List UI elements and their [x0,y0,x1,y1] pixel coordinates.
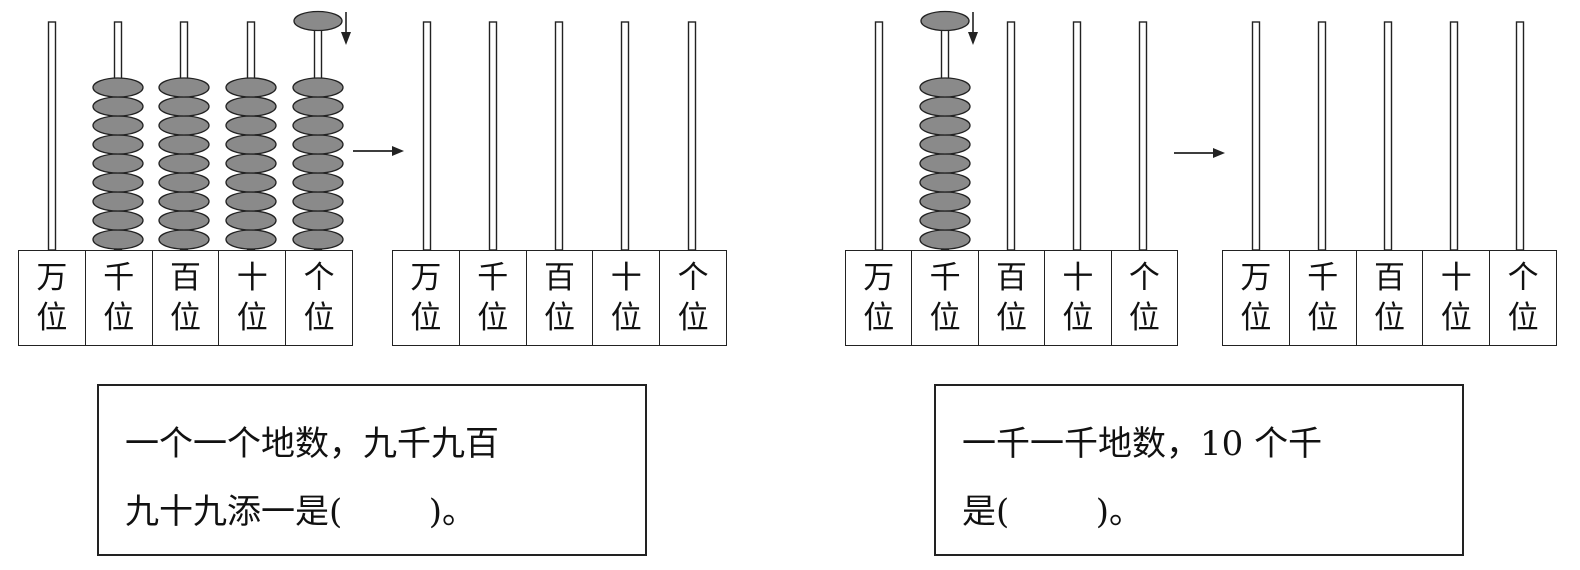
abacus-rod [1072,21,1082,251]
place-label: 个位 [677,260,709,336]
place-labels-p2-before: 万位 千位 百位 十位 个位 [845,250,1178,346]
abacus-rod [874,21,884,251]
abacus-bead [292,77,344,98]
question-line: 一千一千地数，10 个千 [962,424,1323,464]
abacus-bead [158,115,210,136]
abacus-bead [158,210,210,231]
place-label: 千位 [86,251,153,345]
place-label: 个位 [303,260,335,336]
abacus-bead [158,153,210,174]
abacus-bead [158,134,210,155]
abacus-bead [292,96,344,117]
place-label: 百位 [153,251,220,345]
abacus-rod [1006,21,1016,251]
abacus-bead [158,96,210,117]
abacus-rod [1138,21,1148,251]
abacus-bead [292,229,344,250]
place-label: 个位 [1507,260,1539,336]
question-box-1: 一个一个地数，九千九百 九十九添一是( )。 [97,384,647,556]
abacus-bead [225,210,277,231]
place-label: 十位 [1423,251,1491,345]
abacus-rod [422,21,432,251]
place-label: 百位 [1357,251,1424,345]
question-line: 九十九添一是( )。 [125,492,476,532]
right-arrow-icon [1213,148,1225,158]
place-label: 十位 [219,251,287,345]
place-labels-p1-after: 万位 千位 百位 十位 个位 [392,250,727,346]
place-label: 百位 [979,251,1046,345]
question-line: 一个一个地数，九千九百 [125,424,499,464]
abacus-bead [158,77,210,98]
abacus-bead [919,210,971,231]
place-label: 万位 [19,251,86,345]
abacus-bead [158,172,210,193]
abacus-bead [92,172,144,193]
abacus-bead [92,115,144,136]
place-labels-p2-after: 万位 千位 百位 十位 个位 [1222,250,1557,346]
abacus-bead [225,115,277,136]
abacus-rod [620,21,630,251]
right-arrow-icon [392,146,404,156]
abacus-bead [92,229,144,250]
abacus-bead [292,191,344,212]
place-label: 百位 [527,251,594,345]
abacus-bead [919,115,971,136]
abacus-bead [92,134,144,155]
place-label: 千位 [460,251,527,345]
question-box-2: 一千一千地数，10 个千 是( )。 [934,384,1464,556]
place-label: 十位 [593,251,661,345]
abacus-bead [919,153,971,174]
abacus-bead [225,172,277,193]
down-arrow-icon [968,32,978,45]
abacus-bead [919,134,971,155]
place-label: 千位 [1290,251,1357,345]
abacus-bead [225,229,277,250]
abacus-rod [47,21,57,251]
abacus-bead [92,191,144,212]
place-label: 十位 [1045,251,1112,345]
abacus-rod [1317,21,1327,251]
abacus-bead [919,191,971,212]
abacus-bead [225,153,277,174]
abacus-bead [292,134,344,155]
abacus-rod [687,21,697,251]
abacus-bead [919,172,971,193]
abacus-bead [225,77,277,98]
abacus-bead [158,229,210,250]
abacus-bead [92,77,144,98]
abacus-bead [92,96,144,117]
abacus-bead [225,134,277,155]
abacus-rod [1383,21,1393,251]
place-label: 万位 [1223,251,1290,345]
abacus-bead [292,210,344,231]
abacus-bead [919,77,971,98]
abacus-bead [225,191,277,212]
place-labels-p1-before: 万位 千位 百位 十位 个位 [18,250,353,346]
place-label: 万位 [846,251,913,345]
added-bead [293,10,343,32]
place-label: 千位 [912,251,979,345]
abacus-rod [488,21,498,251]
abacus-bead [919,229,971,250]
place-label: 个位 [1128,260,1160,336]
added-bead [920,10,970,32]
abacus-rod [1515,21,1525,251]
abacus-bead [919,96,971,117]
abacus-bead [92,153,144,174]
abacus-rod [554,21,564,251]
abacus-bead [292,115,344,136]
abacus-bead [292,172,344,193]
abacus-bead [225,96,277,117]
question-line: 是( )。 [962,492,1143,532]
abacus-rod [1449,21,1459,251]
abacus-bead [92,210,144,231]
place-label: 万位 [393,251,460,345]
abacus-bead [158,191,210,212]
abacus-bead [292,153,344,174]
abacus-rod [1251,21,1261,251]
down-arrow-icon [341,32,351,45]
